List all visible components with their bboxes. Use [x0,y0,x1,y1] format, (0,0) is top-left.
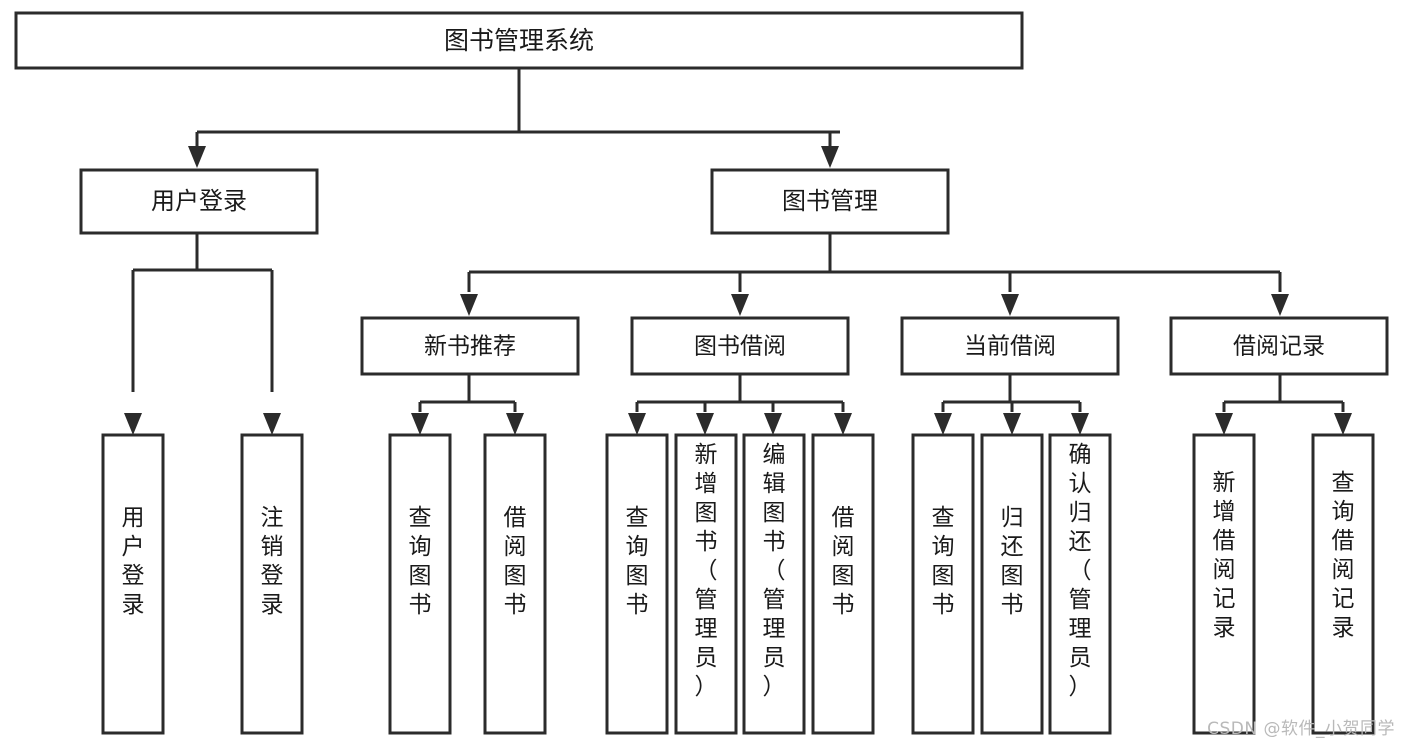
node-book-manage-label: 图书管理 [782,187,878,215]
node-leaf-add-book-admin[interactable]: 新增图书（管理员） [674,433,738,735]
arrow-book-manage-to-borrow-record [1271,294,1289,316]
node-leaf-user-logout-label: 注销登录 [261,505,284,618]
arrow-book-borrow-leaves [628,413,852,435]
node-leaf-user-login-label: 用户登录 [122,505,145,618]
node-user-login[interactable]: 用户登录 [79,168,319,235]
node-leaf-return-book-label: 归还图书 [1001,505,1024,618]
node-new-book-recommend-label: 新书推荐 [424,334,516,360]
node-leaf-add-record-label: 新增借阅记录 [1213,470,1236,641]
node-leaf-borrow-book-1[interactable]: 借阅图书 [483,433,547,735]
node-leaf-query-book-3-label: 查询图书 [932,505,955,618]
node-leaf-query-record-label: 查询借阅记录 [1332,470,1355,641]
connector-group-book-manage [467,233,1282,292]
node-leaf-query-book-3[interactable]: 查询图书 [911,433,975,735]
node-leaf-user-login[interactable]: 用户登录 [101,433,165,735]
node-leaf-query-book-2-label: 查询图书 [626,505,649,618]
node-leaf-query-record[interactable]: 查询借阅记录 [1311,433,1375,735]
node-root[interactable]: 图书管理系统 [14,11,1024,70]
arrow-book-manage-to-current-borrow [1001,294,1019,316]
connector-group-book-borrow [635,374,845,412]
node-book-borrow[interactable]: 图书借阅 [630,316,850,376]
node-current-borrow-label: 当前借阅 [964,334,1056,360]
arrow-new-book-recommend-leaves [411,413,524,435]
node-root-label: 图书管理系统 [444,26,594,55]
node-current-borrow[interactable]: 当前借阅 [900,316,1120,376]
arrow-current-borrow-leaves [934,413,1089,435]
node-leaf-edit-book-admin-label: 编辑图书（管理员） [763,442,786,700]
connector-group-root [195,68,840,146]
node-leaf-borrow-book-2-label: 借阅图书 [832,505,855,618]
node-leaf-query-book-2[interactable]: 查询图书 [605,433,669,735]
node-borrow-record[interactable]: 借阅记录 [1169,316,1389,376]
node-leaf-edit-book-admin[interactable]: 编辑图书（管理员） [742,433,806,735]
arrow-book-manage-to-book-borrow [731,294,749,316]
node-leaf-return-book[interactable]: 归还图书 [980,433,1044,735]
node-leaf-borrow-book-1-label: 借阅图书 [504,505,527,618]
node-user-login-label: 用户登录 [151,187,247,215]
connector-group-current-borrow [941,374,1082,412]
arrow-root-to-book-manage [821,146,839,168]
node-leaf-confirm-return[interactable]: 确认归还（管理员） [1048,433,1112,735]
connector-group-new-book-recommend [418,374,517,412]
node-leaf-add-book-admin-label: 新增图书（管理员） [695,442,718,700]
node-book-borrow-label: 图书借阅 [694,334,786,360]
node-leaf-confirm-return-label: 确认归还（管理员） [1069,442,1092,700]
node-leaf-add-record[interactable]: 新增借阅记录 [1192,433,1256,735]
node-leaf-query-book-1[interactable]: 查询图书 [388,433,452,735]
node-new-book-recommend[interactable]: 新书推荐 [360,316,580,376]
node-leaf-borrow-book-2[interactable]: 借阅图书 [811,433,875,735]
node-leaf-query-book-1-label: 查询图书 [409,505,432,618]
node-book-manage[interactable]: 图书管理 [710,168,950,235]
arrow-root-to-user-login [188,146,206,168]
arrow-book-manage-to-new-book-recommend [460,294,478,316]
arrow-borrow-record-leaves [1215,413,1352,435]
node-borrow-record-label: 借阅记录 [1233,334,1325,360]
node-leaf-user-logout[interactable]: 注销登录 [240,433,304,735]
connector-group-user-login [131,233,274,392]
arrow-user-login-to-leaf-user-logout [263,413,281,435]
arrow-user-login-to-leaf-user-login [124,413,142,435]
connector-group-borrow-record [1222,374,1345,412]
